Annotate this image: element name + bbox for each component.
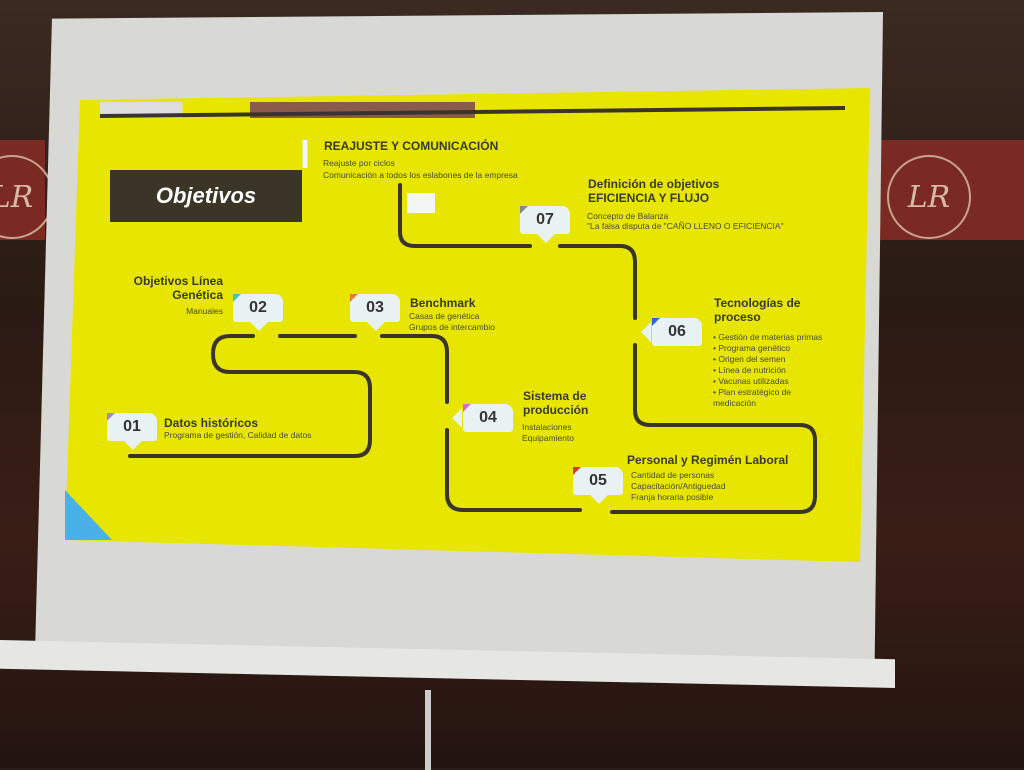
step-title: Definición de objetivos EFICIENCIA Y FLU… xyxy=(588,177,720,205)
step-number: 05 xyxy=(589,472,607,489)
step-marker-07: 07 xyxy=(520,206,570,243)
step-detail: Equipamiento xyxy=(522,433,574,443)
step-title: Benchmark xyxy=(410,296,476,310)
step-detail: Franja horaria posible xyxy=(631,492,714,502)
slide-title: Objetivos xyxy=(110,170,302,222)
step-detail: • Origen del semen xyxy=(713,354,786,364)
final-detail: Reajuste por ciclos xyxy=(323,158,395,168)
step-number: 04 xyxy=(479,409,497,426)
step-marker-05: 05 xyxy=(573,467,623,504)
step-detail: • Gestión de materias primas xyxy=(713,332,823,342)
step-detail: • Plan estratégico de medicación xyxy=(713,387,792,408)
step-detail: Manuales xyxy=(186,306,223,316)
step-number: 02 xyxy=(249,299,267,316)
step-marker-06: 06 xyxy=(641,318,702,346)
step-detail: • Línea de nutrición xyxy=(713,365,786,375)
step-marker-02: 02 xyxy=(233,294,283,331)
step-title: Personal y Regimén Laboral xyxy=(627,453,789,467)
step-marker-04: 04 xyxy=(452,404,513,432)
step-number: 07 xyxy=(536,211,554,228)
step-detail: • Programa genético xyxy=(713,343,791,353)
step-marker-03: 03 xyxy=(350,294,400,331)
step-marker-01: 01 xyxy=(107,413,157,450)
step-number: 01 xyxy=(123,418,141,435)
step-number: 06 xyxy=(668,323,686,340)
step-detail: "La falsa disputa de "CAÑO LLENO O EFICI… xyxy=(587,221,784,231)
step-title: Sistema de producción xyxy=(523,389,589,417)
corner-accent xyxy=(65,490,112,540)
step-detail: Concepto de Balanza xyxy=(587,211,669,221)
top-rule xyxy=(99,106,846,118)
final-title: REAJUSTE Y COMUNICACIÓN xyxy=(324,139,499,153)
step-detail: Programa de gestión, Calidad de datos xyxy=(164,430,312,440)
step-detail: • Vacunas utilizadas xyxy=(713,376,789,386)
screen-stand xyxy=(425,690,431,770)
step-title: Datos históricos xyxy=(164,416,259,430)
step-title: Tecnologías de proceso xyxy=(714,296,801,324)
step-title: Objetivos Línea Genética xyxy=(133,274,223,302)
step-detail: Instalaciones xyxy=(522,422,572,432)
step-detail: Casas de genética xyxy=(409,311,480,321)
step-number: 03 xyxy=(366,299,384,316)
wall-logo-right: LR xyxy=(887,155,971,239)
step-detail: Grupos de intercambio xyxy=(409,322,495,332)
step-detail: Capacitación/Antiguedad xyxy=(631,481,726,491)
roadmap-line xyxy=(128,183,817,514)
final-detail: Comunicación a todos los eslabones de la… xyxy=(323,170,518,180)
finish-flag xyxy=(407,193,435,213)
step-detail: Cantidad de personas xyxy=(631,470,715,480)
